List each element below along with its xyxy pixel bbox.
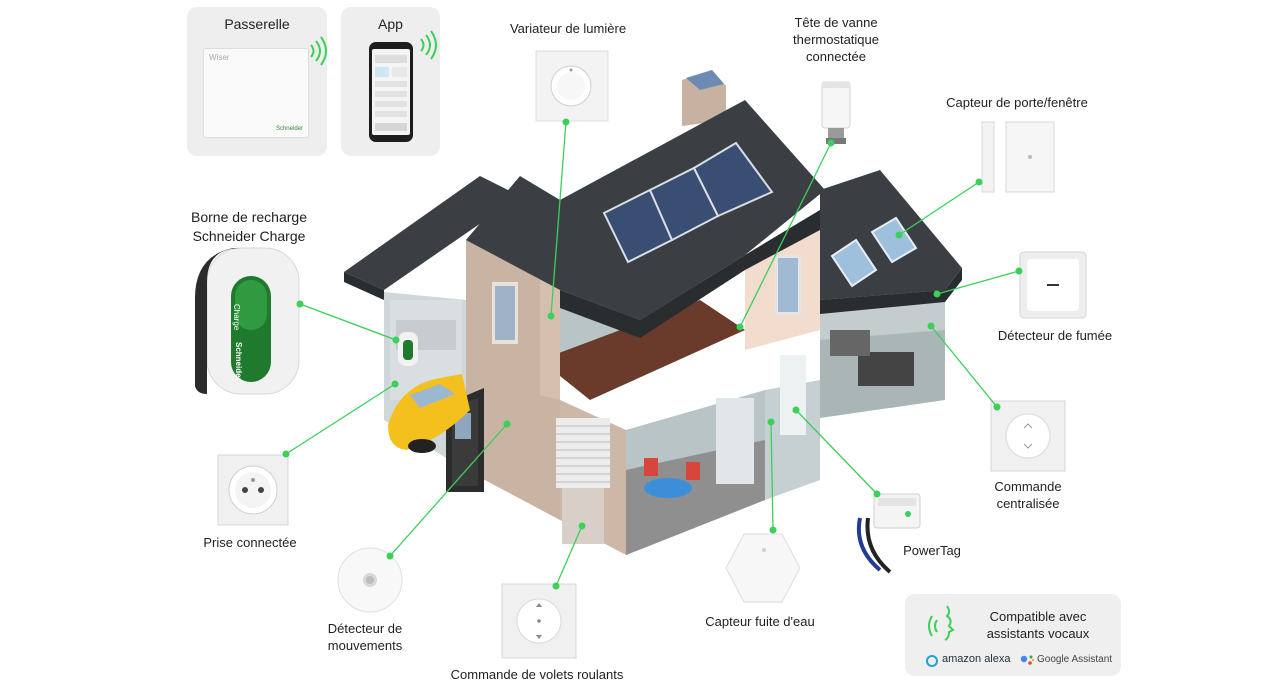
powertag-device <box>857 493 921 574</box>
ev-charger-device: Charge Schneider <box>193 246 300 396</box>
label-motion-line2: mouvements <box>327 638 403 653</box>
connector-water <box>770 421 774 531</box>
alexa-logo-icon <box>926 655 938 667</box>
label-socket: Prise connectée <box>203 535 297 550</box>
wifi-signal-icon <box>310 36 327 66</box>
smoke-detector-device <box>1019 251 1087 319</box>
label-dimmer: Variateur de lumière <box>509 21 627 36</box>
label-trv: Tête de vanne thermostatique connectée <box>770 14 902 65</box>
connector-door-sensor <box>898 181 980 236</box>
alexa-label: amazon alexa <box>942 653 1011 665</box>
google-assistant-label: Google Assistant <box>1037 654 1113 665</box>
connector-motion <box>389 423 508 557</box>
label-motion: Détecteur de mouvements <box>310 620 420 654</box>
connector-charger <box>299 303 397 341</box>
voice-title-line1: Compatible avec <box>989 609 1087 624</box>
connector-shutter <box>555 525 583 587</box>
voice-icon <box>928 605 955 641</box>
connector-dimmer <box>550 121 567 317</box>
gateway-device: Wiser Schneider <box>203 48 309 138</box>
gateway-brand: Schneider <box>275 126 303 132</box>
connector-smoke <box>936 270 1020 295</box>
central-command-device <box>990 400 1066 472</box>
label-shutter: Commande de volets roulants <box>450 667 624 682</box>
gateway-device-text: Wiser <box>209 53 230 62</box>
motion-detector-device <box>337 547 403 613</box>
label-charger-line2: Schneider Charge <box>192 228 306 244</box>
connector-trv <box>739 142 832 328</box>
wifi-signal-icon <box>420 30 437 60</box>
gateway-card: Passerelle Wiser Schneider <box>187 7 327 156</box>
label-trv-line2: thermostatique <box>793 32 879 47</box>
label-water: Capteur fuite d'eau <box>705 614 815 629</box>
label-central-line1: Commande <box>994 479 1062 494</box>
label-central-line2: centralisée <box>996 496 1060 511</box>
label-motion-line1: Détecteur de <box>327 621 403 636</box>
app-title: App <box>378 16 403 32</box>
label-central: Commande centralisée <box>980 478 1076 512</box>
app-card: App <box>341 7 440 156</box>
connected-socket-device <box>217 454 289 526</box>
water-leak-sensor-device <box>725 533 801 603</box>
smartphone-icon <box>369 42 413 142</box>
shutter-command-device <box>501 583 577 659</box>
voice-title: Compatible avec assistants vocaux <box>963 608 1113 642</box>
label-trv-line1: Tête de vanne <box>794 15 878 30</box>
door-window-sensor-device <box>981 121 1055 193</box>
google-assistant-logo-icon <box>1020 655 1035 665</box>
light-dimmer-device <box>535 50 609 122</box>
label-charger: Borne de recharge Schneider Charge <box>168 208 330 246</box>
gateway-title: Passerelle <box>224 16 290 32</box>
label-charger-line1: Borne de recharge <box>191 209 307 225</box>
label-trv-line3: connectée <box>806 49 866 64</box>
connector-central <box>930 325 998 408</box>
label-door-sensor: Capteur de porte/fenêtre <box>946 95 1088 110</box>
thermostatic-valve-device <box>821 81 851 144</box>
label-powertag: PowerTag <box>903 543 961 558</box>
voice-assistant-card: Compatible avec assistants vocaux amazon… <box>905 594 1121 676</box>
voice-title-line2: assistants vocaux <box>986 626 1090 641</box>
label-smoke: Détecteur de fumée <box>997 328 1113 343</box>
connector-powertag <box>795 409 878 495</box>
connector-socket <box>285 383 396 455</box>
